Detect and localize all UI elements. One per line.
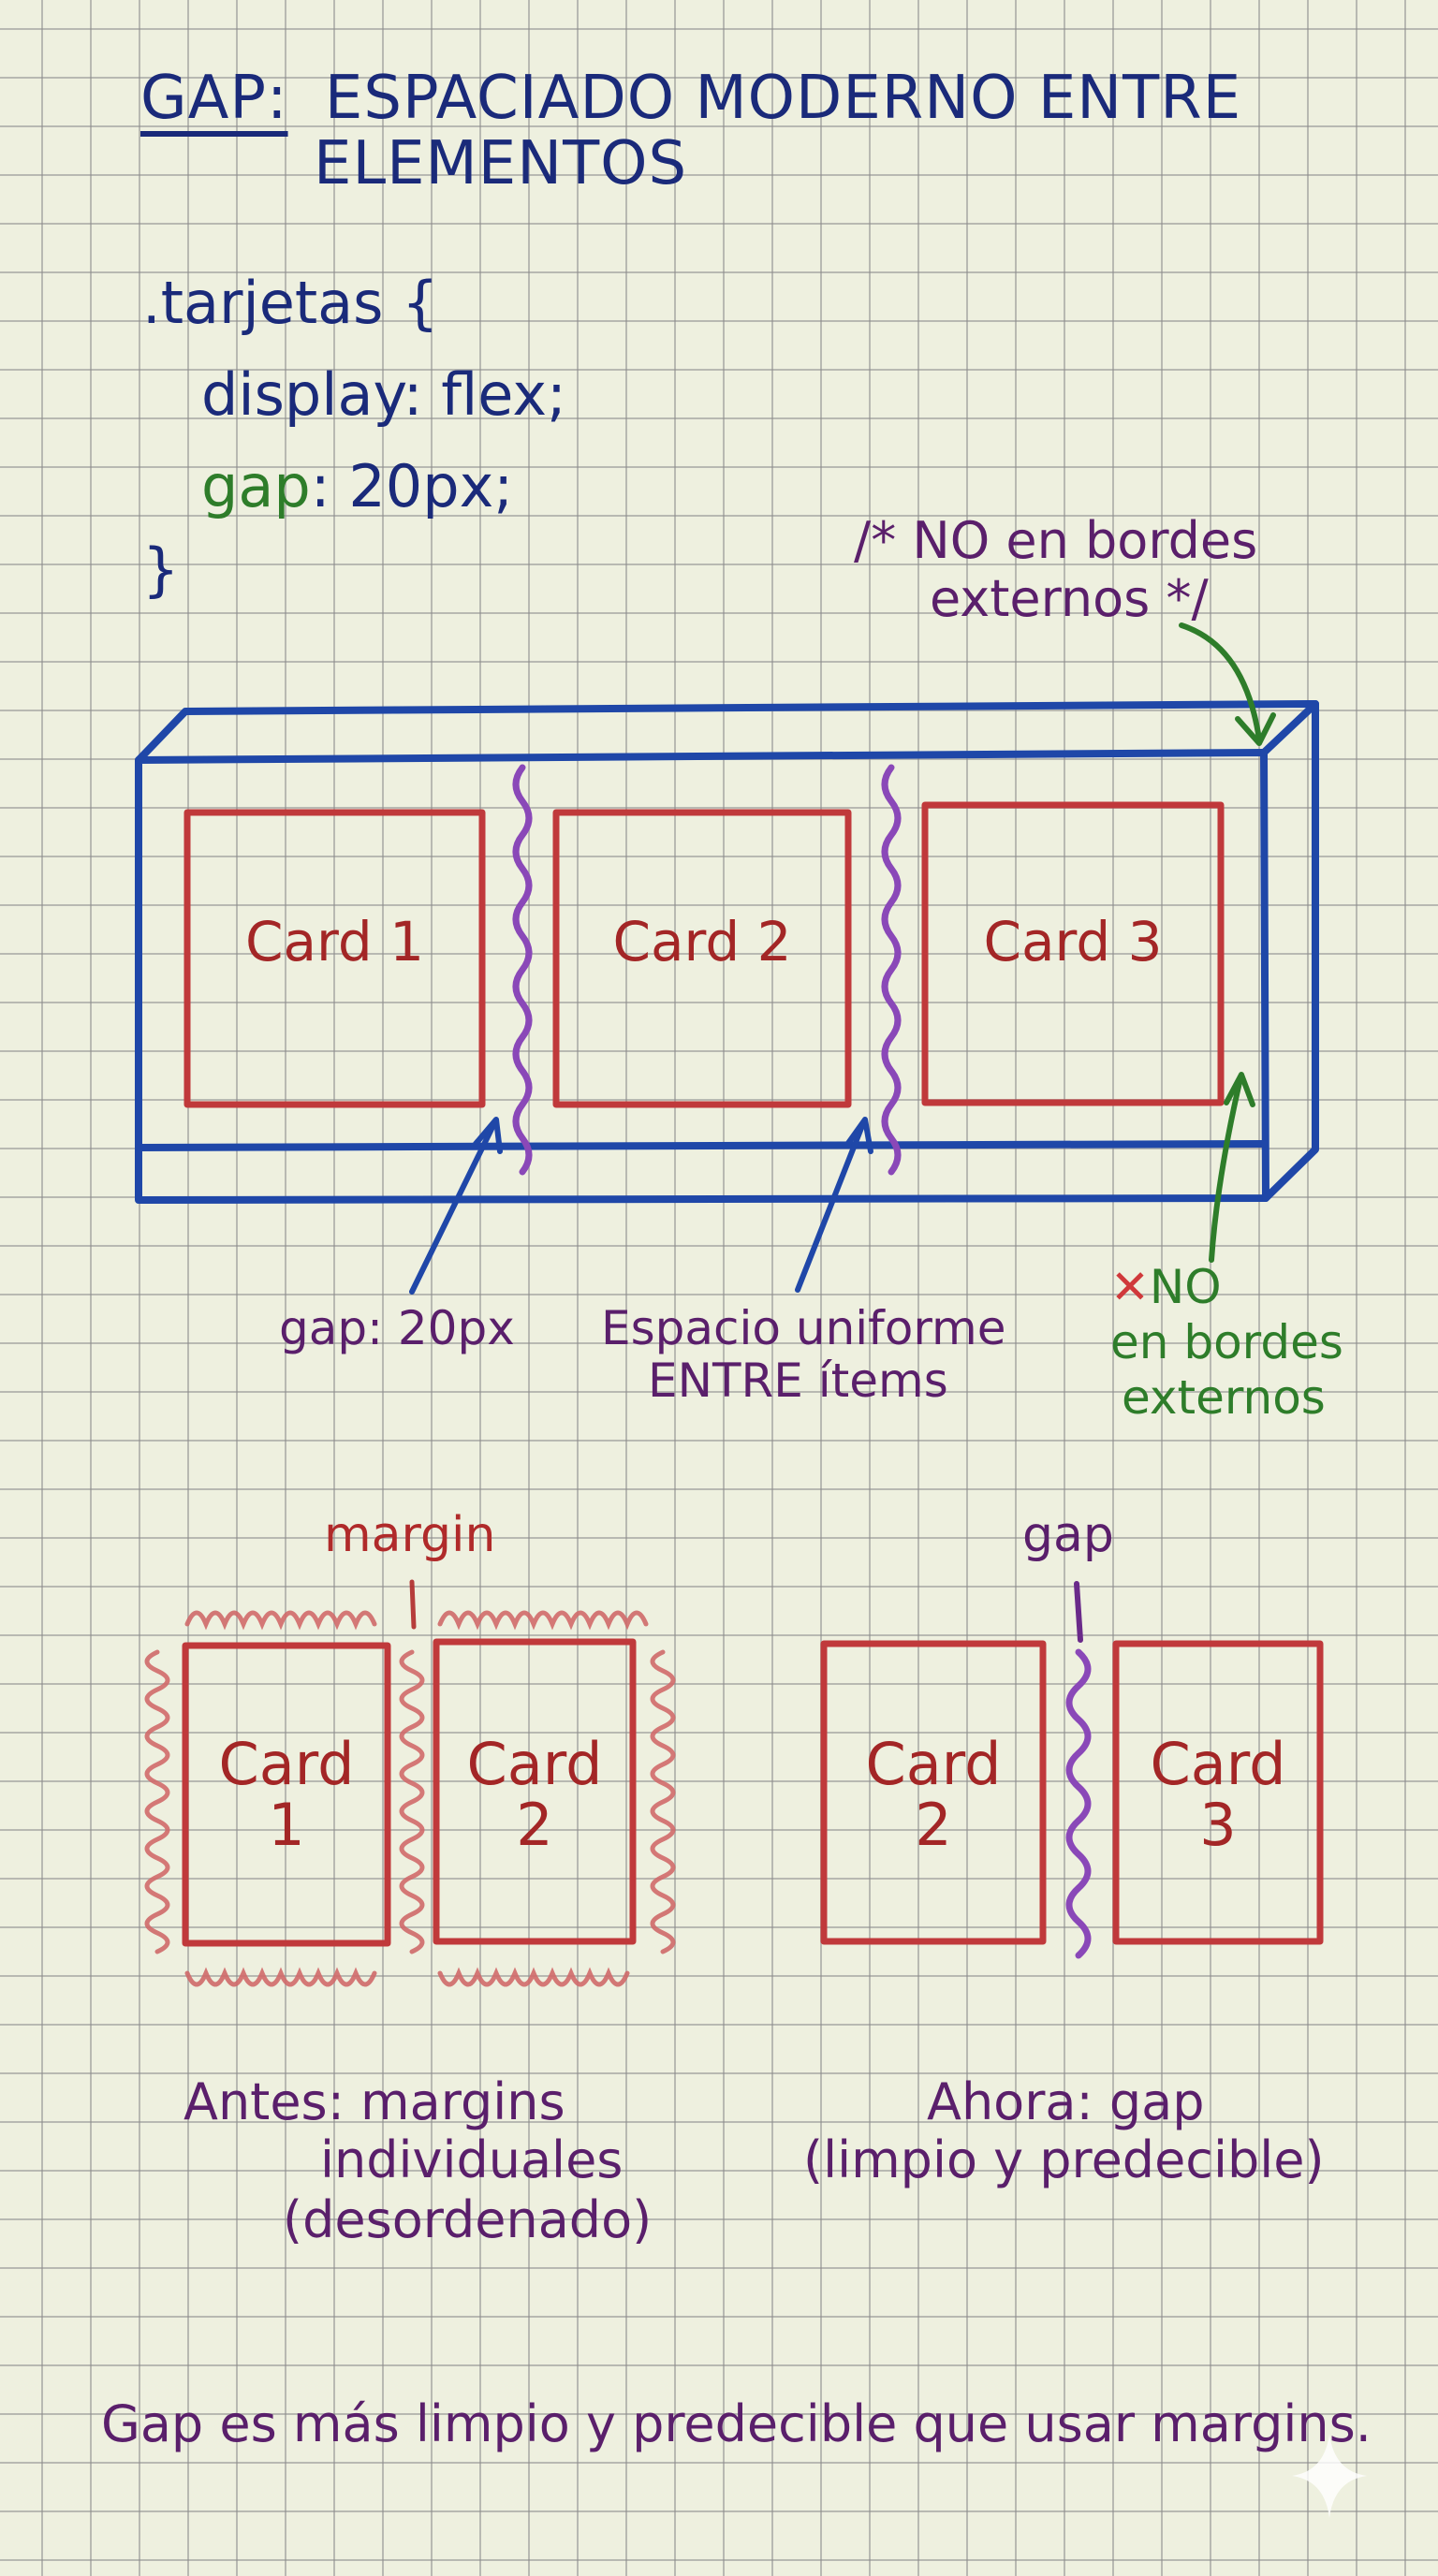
- annotation-no-line-3: externos: [1122, 1370, 1326, 1425]
- code-gap-property: gap: [201, 452, 311, 520]
- card-2-label: Card 2: [612, 910, 792, 973]
- gap-card-2-line-2: 2: [915, 1791, 952, 1860]
- margin-card-2-line-2: 2: [516, 1791, 553, 1860]
- code-gap-line: gap: 20px;: [201, 452, 514, 520]
- gap-wave-bottom: [1065, 1648, 1092, 1959]
- title-line-2: ELEMENTOS: [314, 129, 688, 198]
- gap-card-3-line-1: Card: [1150, 1730, 1286, 1798]
- card-2-box: [552, 809, 852, 1108]
- annotation-uniform-line-2: ENTRE ítems: [648, 1354, 948, 1408]
- margin-label: margin: [324, 1507, 496, 1563]
- caption-before-line-3: (desordenado): [283, 2190, 653, 2249]
- gap-card-3-label: Card 3: [1116, 1734, 1320, 1855]
- code-gap-value: : 20px;: [310, 452, 514, 520]
- margin-card-1-line-1: Card: [218, 1730, 355, 1798]
- gap-card-3-line-2: 3: [1199, 1791, 1237, 1860]
- annotation-gap-20px: gap: 20px: [279, 1301, 515, 1355]
- arrow-note-to-edge: [1209, 1076, 1243, 1263]
- caption-after-line-1: Ahora: gap: [927, 2072, 1205, 2131]
- code-closing-brace: }: [142, 535, 180, 604]
- margin-diagram: [182, 1638, 637, 1947]
- gap-arrows: [409, 1117, 873, 1295]
- annotation-no-text: NO: [1149, 1260, 1222, 1314]
- margin-card-1-box: [182, 1642, 391, 1947]
- code-selector: .tarjetas {: [142, 269, 439, 337]
- gap-wave-2: [881, 764, 902, 1176]
- cards-outlines: [183, 801, 1225, 1108]
- arrow-comment-to-edge: [1179, 622, 1262, 742]
- comment-line-1: /* NO en bordes: [854, 511, 1258, 570]
- comment-line-2: externos */: [930, 569, 1209, 628]
- margin-wave-lines: [144, 1579, 676, 1987]
- arrow-to-gap-2: [795, 1120, 866, 1293]
- title-line-1: ESPACIADO MODERNO ENTRE: [324, 64, 1242, 133]
- gap-card-2-box: [820, 1640, 1047, 1945]
- margin-card-2-label: Card 2: [436, 1734, 633, 1855]
- gap-diagram: [820, 1640, 1324, 1945]
- margin-card-1-line-2: 1: [268, 1791, 305, 1860]
- card-1-box: [183, 809, 486, 1108]
- gap-wave-1: [512, 764, 533, 1176]
- gap-label: gap: [1022, 1507, 1114, 1563]
- cross-mark-icon: ✕: [1110, 1260, 1150, 1314]
- annotation-uniform-line-1: Espacio uniforme: [601, 1301, 1006, 1355]
- code-display-line: display: flex;: [201, 360, 566, 429]
- gap-card-2-label: Card 2: [824, 1734, 1043, 1855]
- gap-card-3-box: [1112, 1640, 1324, 1945]
- caption-before-line-1: Antes: margins: [183, 2072, 565, 2131]
- gap-card-2-line-1: Card: [865, 1730, 1002, 1798]
- title-keyword: GAP:: [140, 64, 288, 133]
- card-3-label: Card 3: [983, 910, 1163, 973]
- margin-card-1-label: Card 1: [185, 1734, 388, 1855]
- annotation-no-line-1: ✕NO: [1110, 1262, 1222, 1313]
- page-title: GAP: ESPACIADO MODERNO ENTRE: [140, 66, 1241, 131]
- card-3-box: [921, 801, 1225, 1106]
- footer-summary: Gap es más limpio y predecible que usar …: [101, 2394, 1372, 2453]
- outer-edge-arrows: [1179, 622, 1276, 1263]
- caption-before-line-2: individuales: [320, 2130, 624, 2189]
- arrow-to-gap-1: [409, 1120, 497, 1295]
- gap-pointer: [1074, 1581, 1083, 1643]
- gap-wave-lines: [512, 764, 902, 1176]
- card-1-label: Card 1: [244, 910, 425, 973]
- annotation-no-line-2: en bordes: [1110, 1315, 1343, 1369]
- margin-card-2-box: [433, 1638, 637, 1945]
- flex-container-box: [135, 700, 1319, 1204]
- margin-card-2-line-1: Card: [466, 1730, 603, 1798]
- caption-after-line-2: (limpio y predecible): [803, 2130, 1325, 2189]
